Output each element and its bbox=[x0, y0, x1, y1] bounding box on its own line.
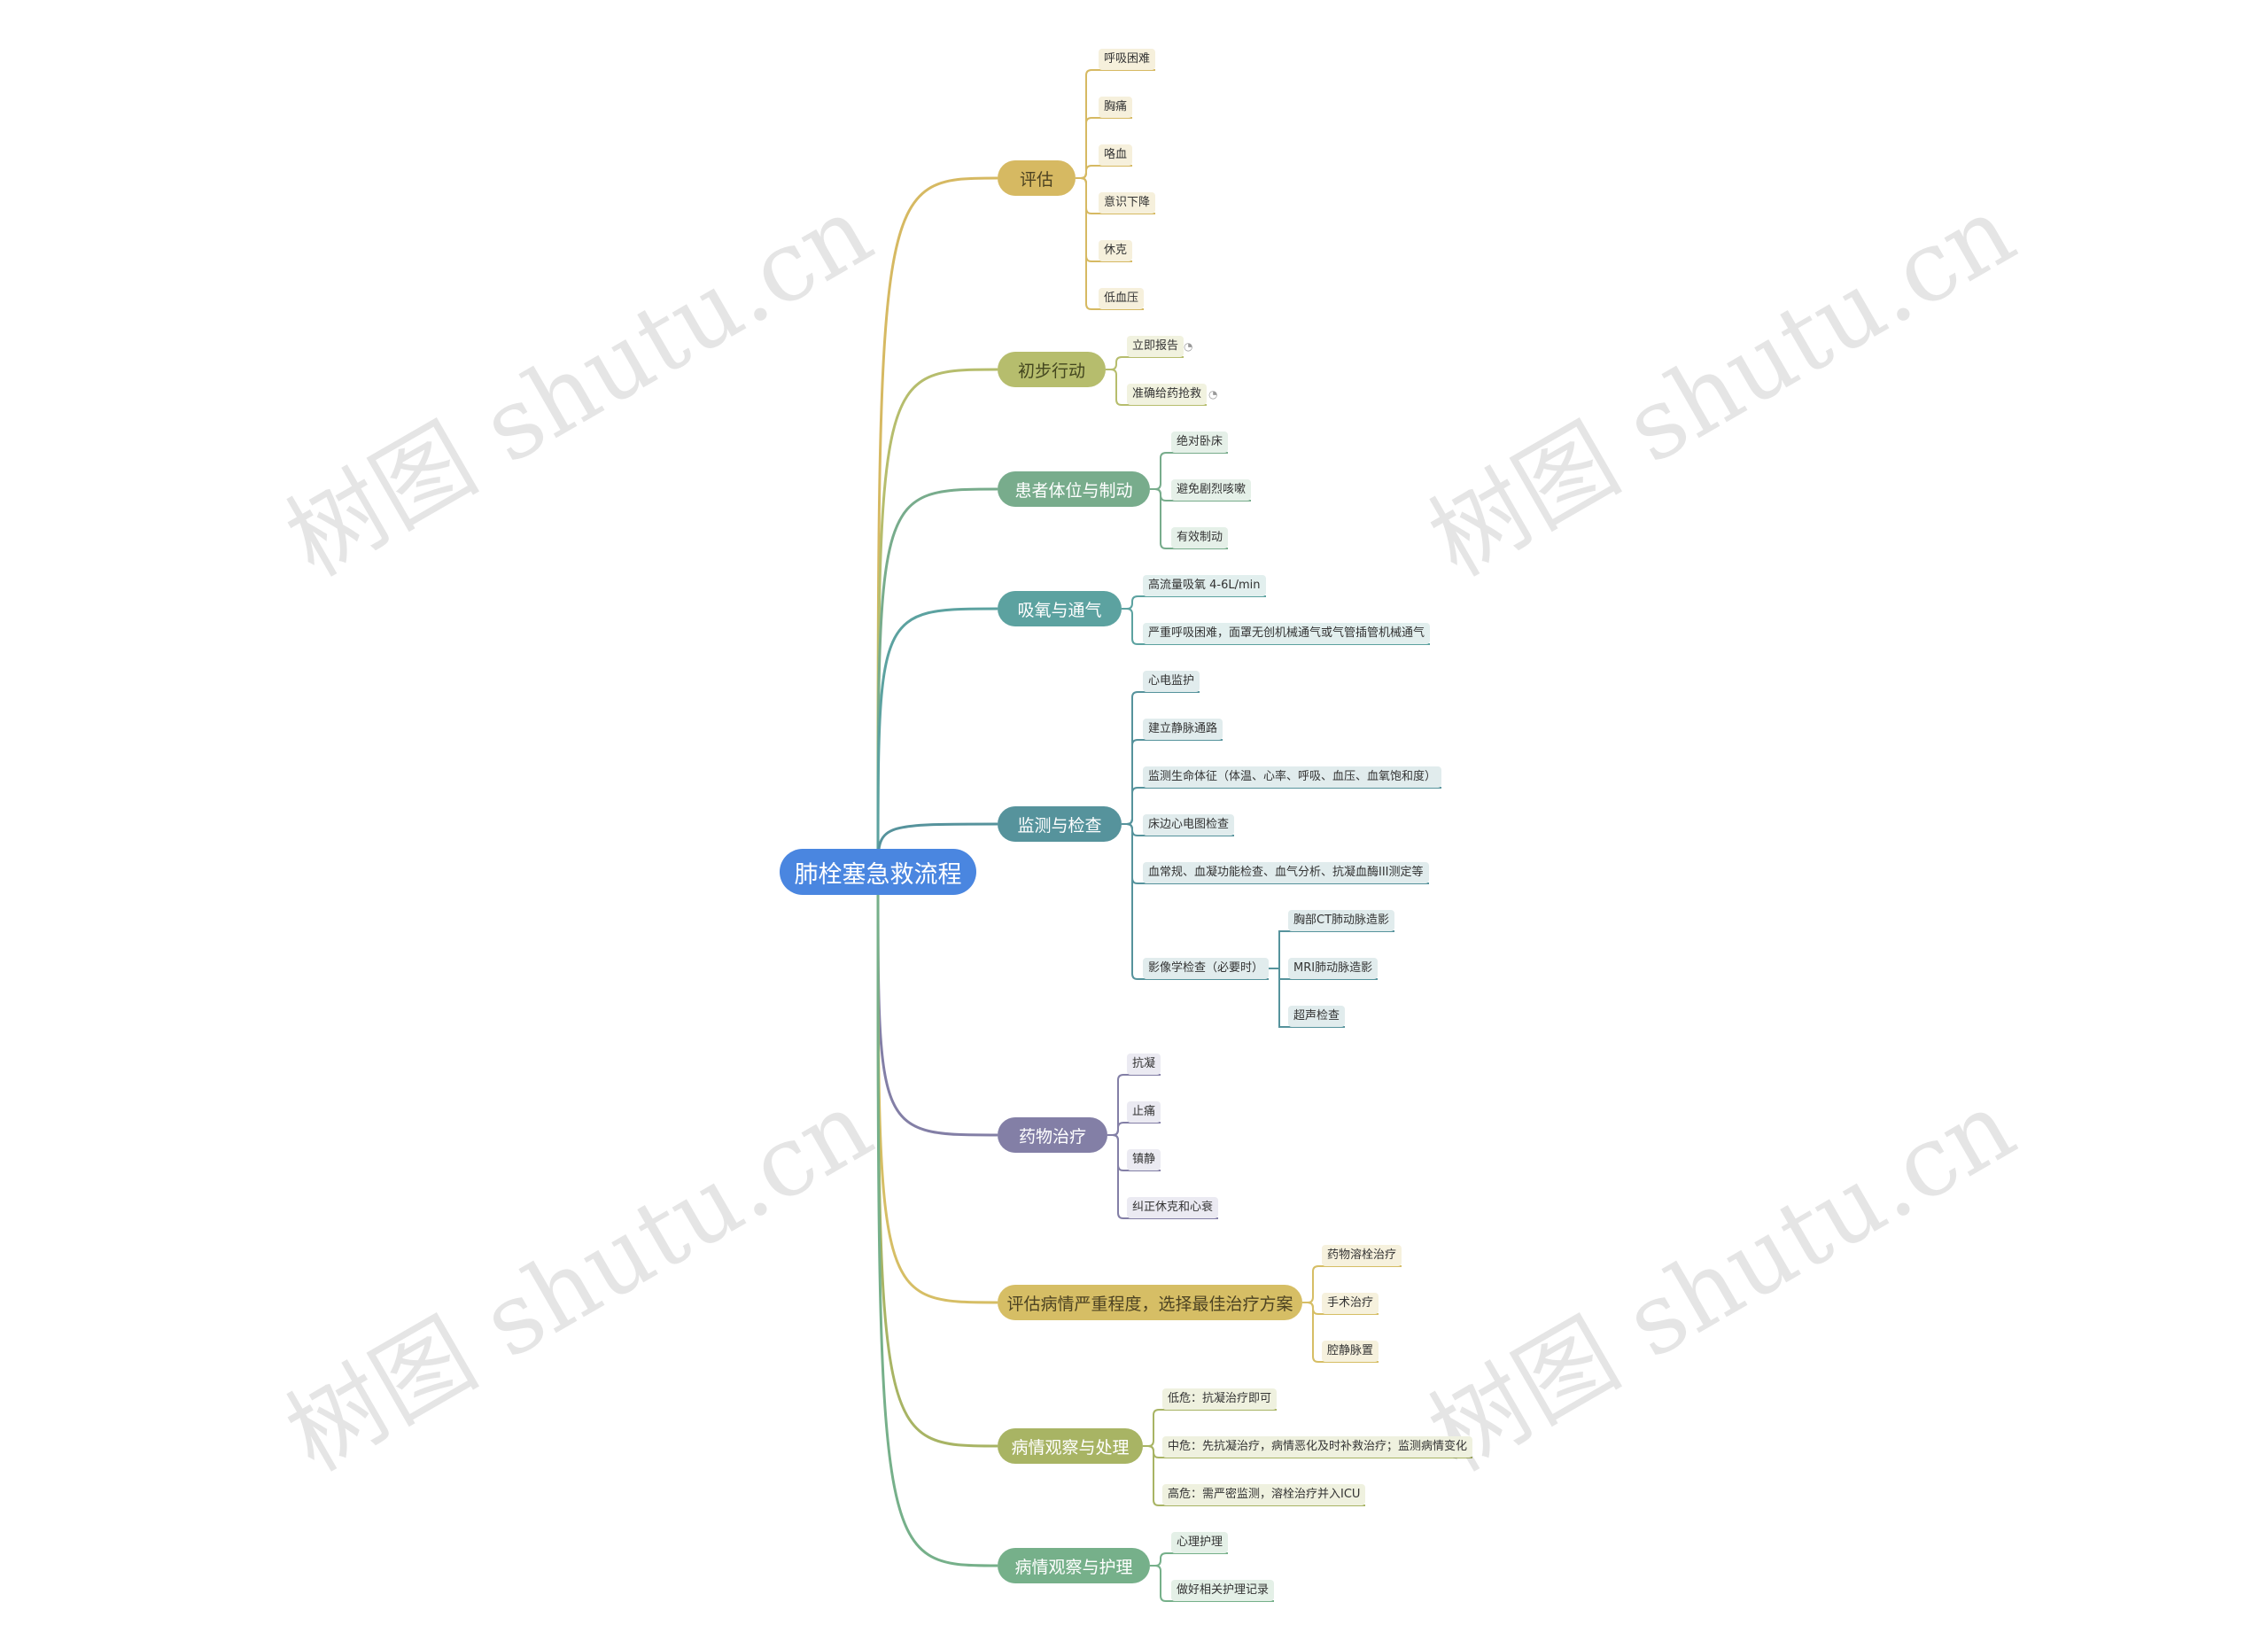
root-node[interactable]: 肺栓塞急救流程 bbox=[780, 849, 976, 895]
leaf-thrombolysis[interactable]: 药物溶栓治疗 bbox=[1322, 1245, 1402, 1266]
leaf-high-risk[interactable]: 高危：需严密监测，溶栓治疗并入ICU bbox=[1162, 1484, 1366, 1505]
leaf-chest-pain[interactable]: 胸痛 bbox=[1099, 97, 1133, 118]
branch-drug[interactable]: 药物治疗 bbox=[998, 1117, 1107, 1153]
leaf-ct-angiography[interactable]: 胸部CT肺动脉造影 bbox=[1288, 910, 1395, 931]
leaf-connector bbox=[1106, 356, 1184, 370]
branch-plan[interactable]: 评估病情严重程度，选择最佳治疗方案 bbox=[998, 1285, 1302, 1320]
branch-initial-action[interactable]: 初步行动 bbox=[998, 352, 1106, 387]
leaf-anticoagulation[interactable]: 抗凝 bbox=[1127, 1054, 1161, 1075]
leaf-sedation[interactable]: 镇静 bbox=[1127, 1149, 1161, 1170]
note-icon[interactable]: ◔ bbox=[1208, 388, 1218, 400]
leaf-iv-access[interactable]: 建立静脉通路 bbox=[1143, 719, 1223, 740]
leaf-vena-cava[interactable]: 腔静脉置 bbox=[1322, 1341, 1379, 1362]
branch-connector bbox=[876, 871, 998, 1448]
leaf-immobilize[interactable]: 有效制动 bbox=[1171, 527, 1229, 548]
leaf-connector bbox=[1076, 165, 1132, 179]
leaf-care-records[interactable]: 做好相关护理记录 bbox=[1171, 1580, 1275, 1601]
branch-connector bbox=[876, 871, 998, 1304]
branch-severity[interactable]: 病情观察与处理 bbox=[998, 1428, 1143, 1464]
leaf-connector bbox=[1302, 1302, 1379, 1363]
leaf-connector bbox=[1150, 1565, 1274, 1602]
branch-connector bbox=[876, 368, 998, 873]
leaf-ecg-monitor[interactable]: 心电监护 bbox=[1143, 671, 1200, 692]
leaf-low-risk[interactable]: 低危：抗凝治疗即可 bbox=[1162, 1388, 1278, 1410]
leaf-bedside-ecg[interactable]: 床边心电图检查 bbox=[1143, 814, 1235, 836]
branch-monitor[interactable]: 监测与检查 bbox=[998, 806, 1122, 842]
leaf-bed-rest[interactable]: 绝对卧床 bbox=[1171, 432, 1229, 453]
leaf-connector bbox=[1122, 595, 1266, 610]
leaf-hemoptysis[interactable]: 咯血 bbox=[1099, 144, 1133, 166]
leaf-lab-tests[interactable]: 血常规、血凝功能检查、血气分析、抗凝血酶III测定等 bbox=[1143, 862, 1429, 883]
leaf-avoid-cough[interactable]: 避免剧烈咳嗽 bbox=[1171, 479, 1252, 501]
branch-assess[interactable]: 评估 bbox=[998, 160, 1076, 196]
branch-oxygen[interactable]: 吸氧与通气 bbox=[998, 591, 1122, 626]
leaf-report[interactable]: 立即报告 bbox=[1127, 336, 1184, 357]
leaf-connector bbox=[1122, 608, 1430, 645]
branch-followup[interactable]: 病情观察与护理 bbox=[998, 1548, 1150, 1583]
leaf-consciousness[interactable]: 意识下降 bbox=[1099, 192, 1156, 214]
leaf-oxygen-flow[interactable]: 高流量吸氧 4-6L/min bbox=[1143, 575, 1266, 596]
branch-connector bbox=[876, 871, 998, 1137]
leaf-connector bbox=[1150, 1552, 1228, 1567]
leaf-connector bbox=[1122, 691, 1200, 825]
leaf-connector bbox=[1150, 488, 1228, 549]
branch-connector bbox=[876, 871, 998, 1567]
leaf-mid-risk[interactable]: 中危：先抗凝治疗，病情恶化及时补救治疗；监测病情变化 bbox=[1162, 1436, 1473, 1458]
leaf-connector bbox=[1269, 968, 1345, 1028]
branch-connector bbox=[876, 487, 998, 873]
leaf-rescue-drug[interactable]: 准确给药抢救 bbox=[1127, 384, 1208, 405]
leaf-dyspnea[interactable]: 呼吸困难 bbox=[1099, 49, 1156, 70]
leaf-connector bbox=[1106, 369, 1207, 406]
leaf-connector bbox=[1107, 1122, 1161, 1136]
note-icon[interactable]: ◔ bbox=[1184, 340, 1193, 353]
leaf-connector bbox=[1107, 1134, 1218, 1219]
leaf-mri-angiography[interactable]: MRI肺动脉造影 bbox=[1288, 958, 1379, 979]
leaf-vital-signs[interactable]: 监测生命体征（体温、心率、呼吸、血压、血氧饱和度） bbox=[1143, 766, 1442, 788]
branch-position[interactable]: 患者体位与制动 bbox=[998, 471, 1150, 507]
leaf-hypotension[interactable]: 低血压 bbox=[1099, 288, 1145, 309]
leaf-ventilation[interactable]: 严重呼吸困难，面罩无创机械通气或气管插管机械通气 bbox=[1143, 623, 1431, 644]
leaf-connector bbox=[1122, 823, 1269, 980]
leaf-shock-correction[interactable]: 纠正休克和心衰 bbox=[1127, 1197, 1219, 1218]
leaf-imaging[interactable]: 影像学检查（必要时） bbox=[1143, 958, 1270, 979]
leaf-ultrasound[interactable]: 超声检查 bbox=[1288, 1006, 1346, 1027]
leaf-psych-care[interactable]: 心理护理 bbox=[1171, 1532, 1229, 1553]
leaf-analgesia[interactable]: 止痛 bbox=[1127, 1101, 1161, 1123]
leaf-connector bbox=[1076, 177, 1144, 310]
leaf-connector bbox=[1143, 1445, 1365, 1506]
leaf-surgery[interactable]: 手术治疗 bbox=[1322, 1293, 1379, 1314]
leaf-shock[interactable]: 休克 bbox=[1099, 240, 1133, 261]
branch-connector bbox=[876, 176, 998, 873]
branch-connector bbox=[876, 607, 998, 873]
